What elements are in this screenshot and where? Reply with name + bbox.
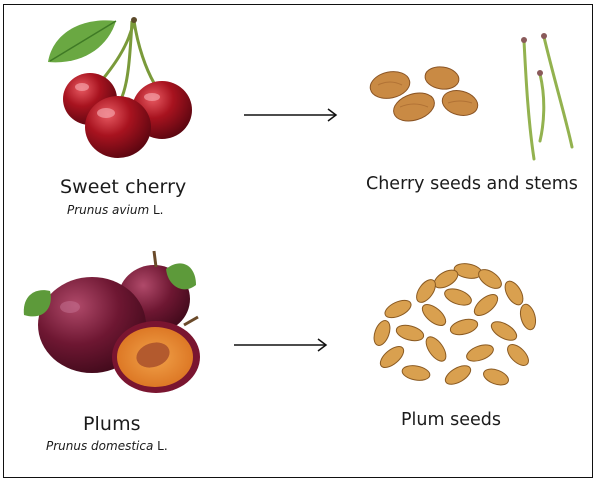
sweet-cherry-binomial: Prunus avium <box>67 203 149 217</box>
plums-binomial: Prunus domestica <box>46 439 153 453</box>
cherry-seeds-illustration <box>364 63 484 133</box>
plum-seeds-illustration <box>368 257 548 392</box>
cherry-stems-illustration <box>514 29 584 164</box>
sweet-cherry-author: L. <box>149 203 163 217</box>
figure-frame: Sweet cherry Prunus avium L. Cherry seed… <box>3 4 593 478</box>
arrow-plum <box>234 338 330 352</box>
plums-label: Plums <box>83 413 141 435</box>
plums-illustration <box>16 247 216 397</box>
plums-latin-name: Prunus domestica L. <box>46 439 168 453</box>
plums-author: L. <box>153 439 167 453</box>
sweet-cherry-label: Sweet cherry <box>60 176 186 198</box>
sweet-cherry-latin-name: Prunus avium L. <box>67 203 163 217</box>
arrow-cherry <box>244 108 340 122</box>
cherry-seeds-stems-label: Cherry seeds and stems <box>366 174 578 194</box>
plum-seeds-label: Plum seeds <box>401 410 501 430</box>
sweet-cherry-illustration <box>38 7 198 167</box>
